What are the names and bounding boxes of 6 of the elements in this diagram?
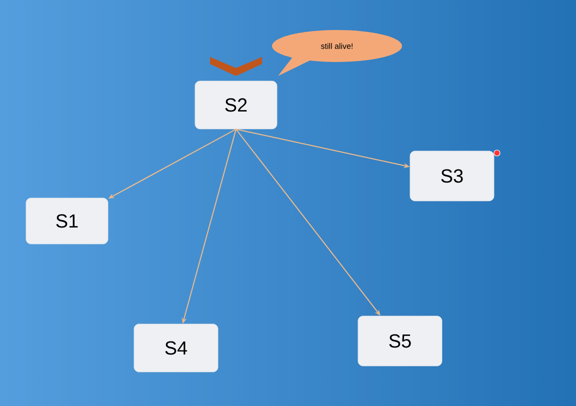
process-box: S3 bbox=[410, 150, 494, 202]
process-box: S1 bbox=[26, 198, 108, 244]
process-box: S5 bbox=[358, 316, 442, 366]
process-box: S2 bbox=[194, 80, 278, 130]
process-box: S4 bbox=[134, 324, 218, 372]
speech-bubble: still alive! bbox=[272, 30, 402, 76]
